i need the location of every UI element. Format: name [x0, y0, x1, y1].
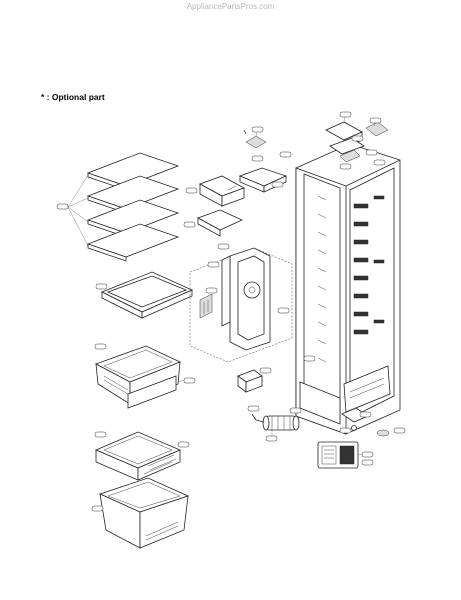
glass-shelves: [56, 152, 180, 262]
bottom-bin: [91, 477, 190, 549]
bottom-right-parts: [339, 407, 406, 437]
drawer-tray: [94, 431, 190, 481]
control-panel-assembly: [189, 243, 293, 363]
door-bin-small: [238, 167, 288, 193]
top-hinge-parts: [325, 111, 389, 170]
lamp-cover: [243, 126, 292, 162]
grille-assembly: [317, 441, 374, 469]
crisper-drawer-upper: [94, 343, 196, 409]
optional-part-legend: * : Optional part: [41, 92, 105, 102]
small-block-part: [237, 367, 272, 393]
shelf-bracket: [183, 209, 243, 237]
refrigerator-cabinet: [295, 143, 401, 435]
motor-assembly: [247, 405, 302, 442]
egg-tray: [185, 175, 245, 207]
watermark: AppliancePartsPros.com: [186, 2, 275, 11]
crisper-cover: [95, 271, 193, 319]
